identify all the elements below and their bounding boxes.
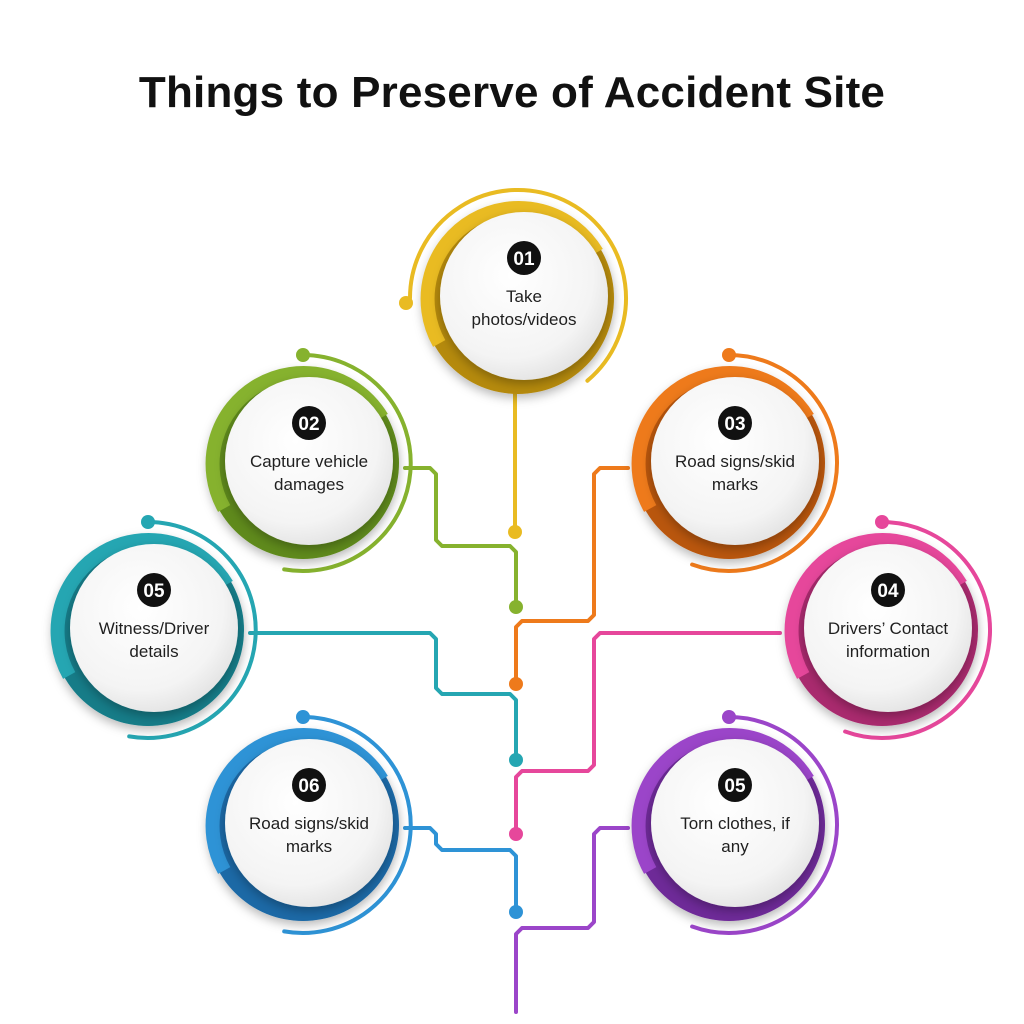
inner-disc <box>804 544 972 712</box>
inner-disc <box>651 377 819 545</box>
number-badge <box>507 241 541 275</box>
ring-start-dot <box>399 296 413 310</box>
step-label-line: Drivers’ Contact <box>828 619 949 638</box>
connector-dot-2 <box>509 600 523 614</box>
number-badge-text: 05 <box>724 776 746 797</box>
ring-highlight <box>631 727 814 874</box>
inner-disc <box>225 739 393 907</box>
number-badge-text: 03 <box>724 414 745 435</box>
outer-ring <box>408 187 628 383</box>
step-label-line: damages <box>274 475 344 494</box>
connector-line-2 <box>403 466 518 609</box>
connector-dot-4 <box>509 753 523 767</box>
number-badge-text: 04 <box>877 581 899 602</box>
connector-dot-3 <box>509 677 523 691</box>
ring-highlight <box>205 727 388 874</box>
connector-dot-5 <box>509 827 523 841</box>
inner-disc <box>440 212 608 380</box>
step-label-line: information <box>846 642 930 661</box>
step-label-line: Take <box>506 287 542 306</box>
number-badge <box>292 768 326 802</box>
connector-dot-6 <box>509 905 523 919</box>
ring-start-dot <box>722 348 736 362</box>
step-label-line: photos/videos <box>472 310 577 329</box>
number-badge <box>718 768 752 802</box>
ring-highlight <box>420 200 603 347</box>
ring-start-dot <box>722 710 736 724</box>
number-badge <box>137 573 171 607</box>
connector-line-7 <box>514 826 630 1014</box>
number-badge <box>718 406 752 440</box>
connector-lines <box>248 390 782 1014</box>
step-label-line: marks <box>712 475 758 494</box>
step-label-line: Witness/Driver <box>99 619 210 638</box>
connector-line-3 <box>514 466 630 686</box>
step-label-line: marks <box>286 837 332 856</box>
number-badge-text: 02 <box>298 414 319 435</box>
outer-ring <box>282 715 413 935</box>
ring-start-dot <box>296 348 310 362</box>
ring-start-dot <box>141 515 155 529</box>
outer-ring <box>282 353 413 573</box>
step-label-line: Road signs/skid <box>675 452 795 471</box>
outer-ring <box>843 520 992 740</box>
number-badge <box>871 573 905 607</box>
page-title: Things to Preserve of Accident Site <box>138 68 886 117</box>
outer-ring <box>690 353 839 573</box>
step-label-line: Capture vehicle <box>250 452 368 471</box>
number-badge <box>292 406 326 440</box>
number-badge-text: 06 <box>298 776 319 797</box>
step-label-line: any <box>721 837 749 856</box>
inner-disc <box>70 544 238 712</box>
ring-highlight <box>784 532 967 679</box>
connector-line-6 <box>403 826 518 914</box>
step-label-line: Torn clothes, if <box>680 814 790 833</box>
outer-ring <box>690 715 839 935</box>
ring-start-dot <box>875 515 889 529</box>
number-badge-text: 01 <box>513 249 535 270</box>
ring-start-dot <box>296 710 310 724</box>
step-label-line: details <box>129 642 178 661</box>
connector-line-5 <box>514 631 782 836</box>
number-badge-text: 05 <box>143 581 165 602</box>
ring-highlight <box>50 532 233 679</box>
inner-disc <box>225 377 393 545</box>
connector-line-4 <box>248 631 518 762</box>
inner-disc <box>651 739 819 907</box>
connector-dot-1 <box>508 525 522 539</box>
ring-highlight <box>631 365 814 512</box>
step-label-line: Road signs/skid <box>249 814 369 833</box>
ring-highlight <box>205 365 388 512</box>
outer-ring <box>127 520 258 740</box>
